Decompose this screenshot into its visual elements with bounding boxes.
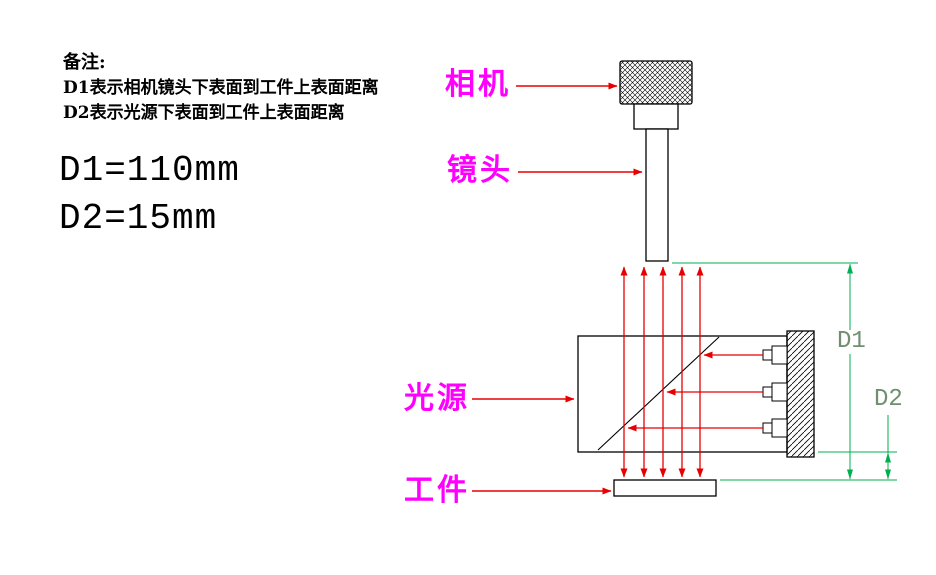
label-leader-arrows: [472, 82, 643, 495]
led-emitter-top: [762, 345, 788, 365]
dimension-lines: [672, 262, 897, 481]
lens-mount-shape: [633, 103, 679, 130]
led-plate-shape: [786, 330, 815, 458]
lens-barrel-shape: [645, 128, 669, 262]
d1-dimension-label: D1: [835, 328, 868, 355]
led-emitter-middle: [762, 382, 788, 402]
camera-label: 相机: [445, 68, 511, 101]
d2-value-text: D2=15mm: [59, 198, 218, 239]
lens-label: 镜头: [447, 154, 513, 187]
workpiece-shape: [613, 479, 717, 497]
light-source-label: 光源: [404, 382, 470, 415]
d1-value-text: D1=110mm: [59, 150, 240, 191]
led-emitter-bottom: [762, 418, 788, 438]
d2-dimension-label: D2: [872, 386, 905, 413]
notes-title: 备注:: [63, 52, 106, 73]
note-d1-description: D1表示相机镜头下表面到工件上表面距离: [63, 78, 379, 98]
note-d2-description: D2表示光源下表面到工件上表面距离: [63, 103, 345, 123]
camera-body-shape: [619, 60, 693, 105]
workpiece-label: 工件: [404, 474, 470, 507]
vertical-light-rays: [620, 266, 704, 478]
